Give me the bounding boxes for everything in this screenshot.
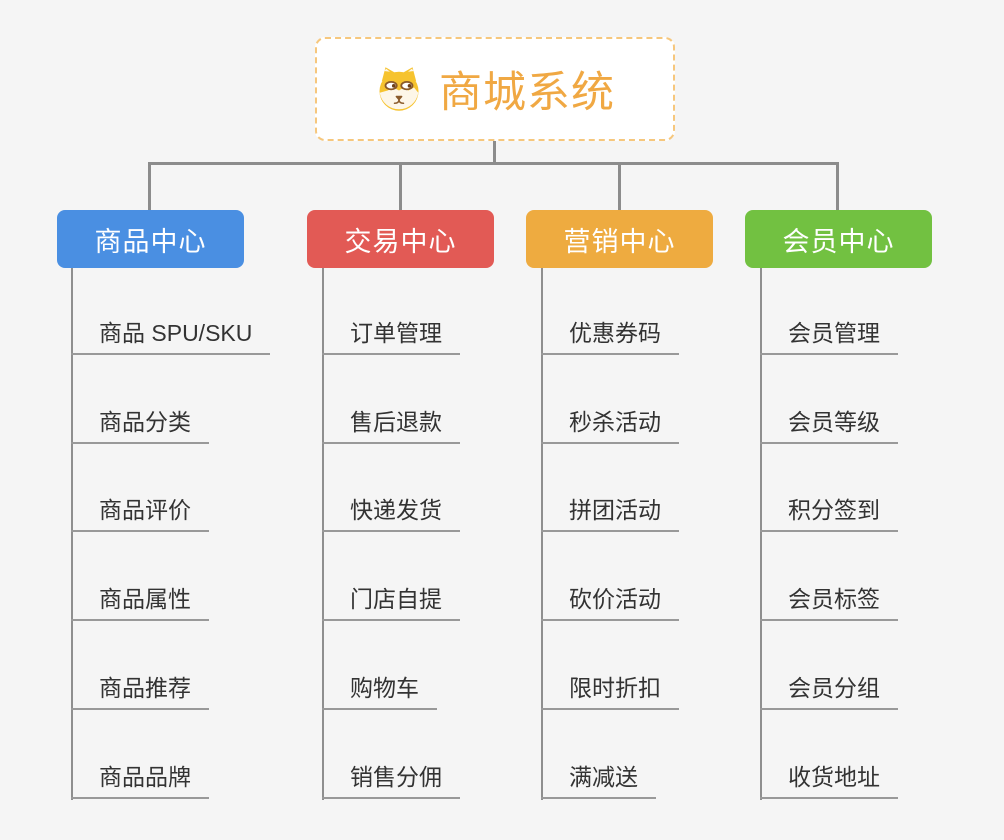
connector-drop-3 (618, 163, 621, 211)
child-item[interactable]: 快递发货 (322, 495, 460, 532)
child-item[interactable]: 订单管理 (322, 318, 460, 355)
connector-root-vertical (493, 140, 496, 165)
child-item[interactable]: 商品 SPU/SKU (71, 318, 271, 355)
child-item[interactable]: 拼团活动 (541, 495, 679, 532)
branch-header-product-center[interactable]: 商品中心 (57, 210, 244, 268)
connector-drop-4 (836, 163, 839, 211)
dog-face-icon (375, 65, 423, 113)
root-title: 商城系统 (439, 69, 615, 117)
child-item[interactable]: 满减送 (541, 762, 656, 799)
branch-header-marketing-center[interactable]: 营销中心 (526, 210, 713, 268)
child-item[interactable]: 商品评价 (71, 495, 209, 532)
child-item[interactable]: 销售分佣 (322, 762, 460, 799)
root-node[interactable]: 商城系统 (315, 37, 675, 141)
child-item[interactable]: 商品分类 (71, 407, 209, 444)
child-item[interactable]: 会员管理 (760, 318, 898, 355)
child-item[interactable]: 商品品牌 (71, 762, 209, 799)
branch-stem-1 (71, 268, 73, 800)
child-item[interactable]: 购物车 (322, 673, 437, 710)
branch-stem-2 (322, 268, 324, 800)
child-item[interactable]: 积分签到 (760, 495, 898, 532)
child-item[interactable]: 砍价活动 (541, 584, 679, 621)
connector-drop-2 (399, 163, 402, 211)
branch-stem-4 (760, 268, 762, 800)
child-item[interactable]: 售后退款 (322, 407, 460, 444)
child-item[interactable]: 会员分组 (760, 673, 898, 710)
child-item[interactable]: 优惠券码 (541, 318, 679, 355)
child-item[interactable]: 收货地址 (760, 762, 898, 799)
child-item[interactable]: 门店自提 (322, 584, 460, 621)
connector-horizontal (148, 162, 839, 165)
child-item[interactable]: 商品推荐 (71, 673, 209, 710)
child-item[interactable]: 会员标签 (760, 584, 898, 621)
branch-header-member-center[interactable]: 会员中心 (745, 210, 932, 268)
child-item[interactable]: 秒杀活动 (541, 407, 679, 444)
branch-stem-3 (541, 268, 543, 800)
child-item[interactable]: 商品属性 (71, 584, 209, 621)
connector-drop-1 (148, 163, 151, 211)
branch-header-trade-center[interactable]: 交易中心 (307, 210, 494, 268)
child-item[interactable]: 会员等级 (760, 407, 898, 444)
child-item[interactable]: 限时折扣 (541, 673, 679, 710)
